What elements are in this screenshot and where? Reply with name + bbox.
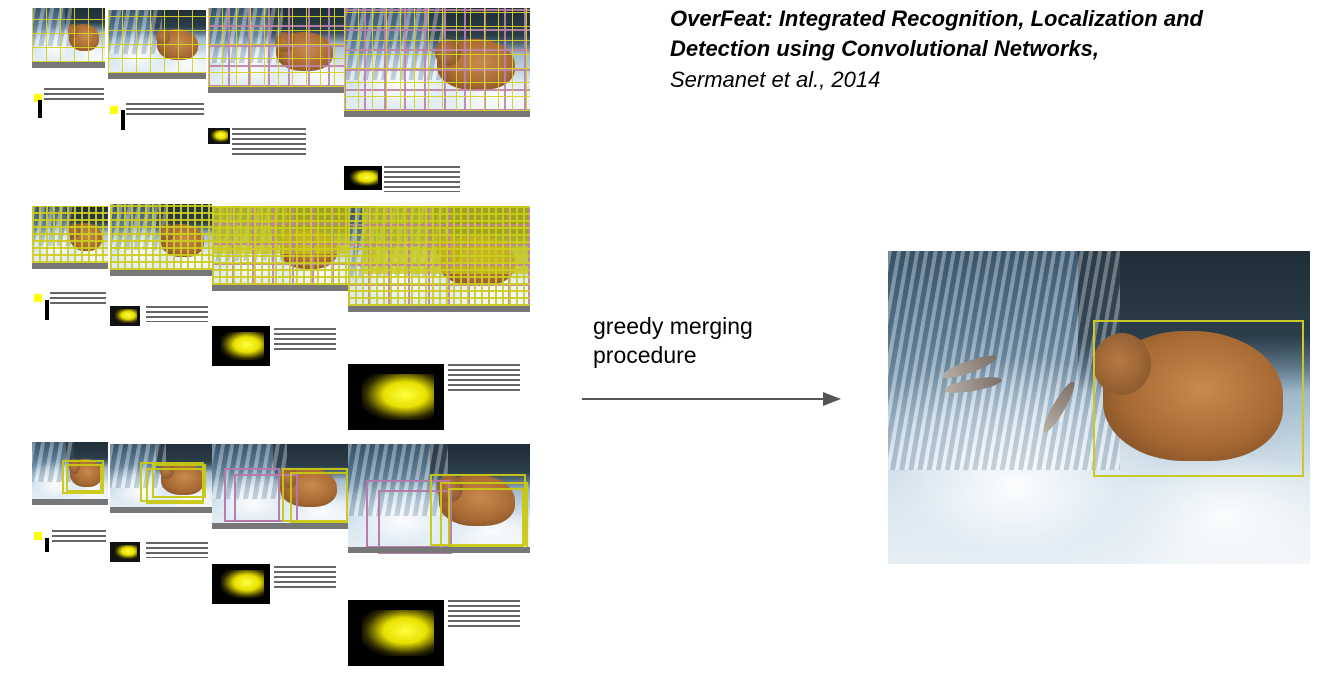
row3-scale3 — [212, 444, 350, 564]
row2-heatmap-3 — [212, 326, 270, 366]
final-detection-image — [888, 251, 1310, 564]
paper-citation: Sermanet et al., 2014 — [670, 67, 881, 92]
merge-caption: greedy merging procedure — [593, 312, 813, 370]
row3-scale1 — [32, 442, 108, 528]
arrow-head-icon — [823, 392, 841, 406]
row2-heatmap-2 — [110, 306, 140, 326]
row2-scale3 — [212, 206, 348, 326]
row1-heatmap-4 — [344, 166, 382, 190]
row3-scale2 — [110, 444, 212, 540]
row1-scores — [44, 88, 104, 100]
row2-scale2 — [110, 204, 212, 304]
arrow-right-icon — [582, 398, 826, 400]
merge-caption-line2: procedure — [593, 342, 697, 368]
row1-heatmap-3 — [208, 128, 230, 144]
bear-head — [1093, 333, 1151, 395]
paper-title-line2: Detection using Convolutional Networks, — [670, 36, 1100, 61]
row2-scale4 — [348, 206, 530, 358]
row1-scale2 — [108, 10, 206, 105]
row1-scale1 — [32, 8, 105, 90]
row2-heatmap-4 — [348, 364, 444, 430]
row3-scale4 — [348, 444, 530, 600]
row1-scale3 — [208, 8, 344, 128]
merge-caption-line1: greedy merging — [593, 313, 753, 339]
row1-scale4 — [344, 8, 530, 164]
row1-tick — [38, 100, 42, 118]
row2-scale1 — [32, 206, 108, 292]
paper-title-line1: OverFeat: Integrated Recognition, Locali… — [670, 6, 1203, 31]
detection-box — [1093, 320, 1304, 477]
row1-legend-swatch — [34, 94, 42, 102]
paper-title: OverFeat: Integrated Recognition, Locali… — [670, 4, 1330, 64]
